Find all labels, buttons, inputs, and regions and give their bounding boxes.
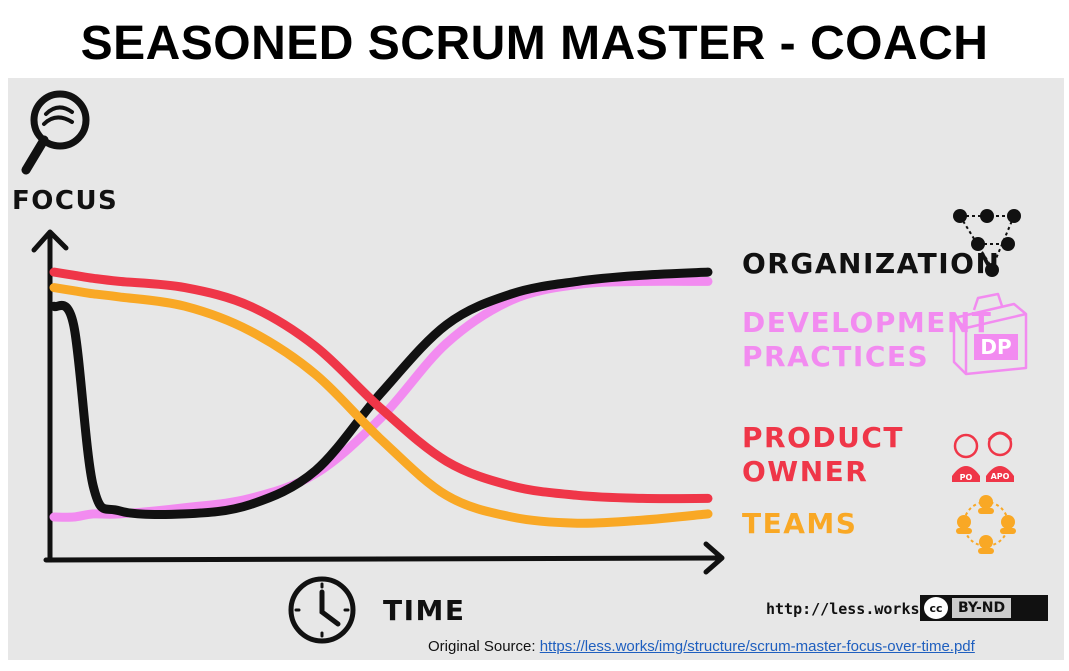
legend-organization: ORGANIZATION bbox=[742, 247, 1001, 280]
source-link[interactable]: https://less.works/img/structure/scrum-m… bbox=[539, 638, 975, 655]
dp-badge-text: DP bbox=[980, 335, 1011, 359]
license-text: BY-ND bbox=[952, 598, 1012, 618]
x-axis bbox=[43, 555, 723, 563]
x-axis-label: TIME bbox=[383, 594, 466, 627]
series-line-teams bbox=[49, 283, 713, 528]
focus-time-chart: DP PO APO bbox=[21, 90, 1028, 644]
series-line-product-owner bbox=[49, 267, 713, 504]
x-axis-arrow bbox=[703, 541, 725, 575]
source-note: Original Source: https://less.works/img/… bbox=[428, 638, 975, 655]
dp-box-icon: DP bbox=[952, 292, 1028, 376]
y-axis-arrow bbox=[31, 229, 69, 253]
legend-development-practices: DEVELOPMENT PRACTICES bbox=[742, 306, 993, 373]
apo-badge-text: APO bbox=[991, 472, 1010, 481]
legend-teams: TEAMS bbox=[742, 507, 858, 540]
legend-product-owner: PRODUCT OWNER bbox=[742, 421, 905, 488]
magnifier-icon bbox=[21, 90, 90, 175]
team-circle-icon bbox=[956, 495, 1016, 554]
series-line-organization bbox=[49, 267, 713, 520]
license-badge[interactable]: cc BY-ND bbox=[920, 595, 1048, 621]
series-layer bbox=[49, 267, 713, 528]
y-axis-label: FOCUS bbox=[12, 186, 119, 216]
page-title: SEASONED SCRUM MASTER - COACH bbox=[80, 17, 989, 70]
po-badge-text: PO bbox=[960, 473, 973, 482]
source-prefix: Original Source: bbox=[428, 638, 540, 655]
cc-icon: cc bbox=[924, 597, 948, 619]
site-url[interactable]: http://less.works bbox=[766, 600, 920, 618]
clock-icon bbox=[288, 576, 356, 644]
chart-panel bbox=[8, 78, 1064, 660]
po-apo-people-icon: PO APO bbox=[952, 431, 1014, 482]
network-triangle-icon bbox=[953, 209, 1021, 277]
